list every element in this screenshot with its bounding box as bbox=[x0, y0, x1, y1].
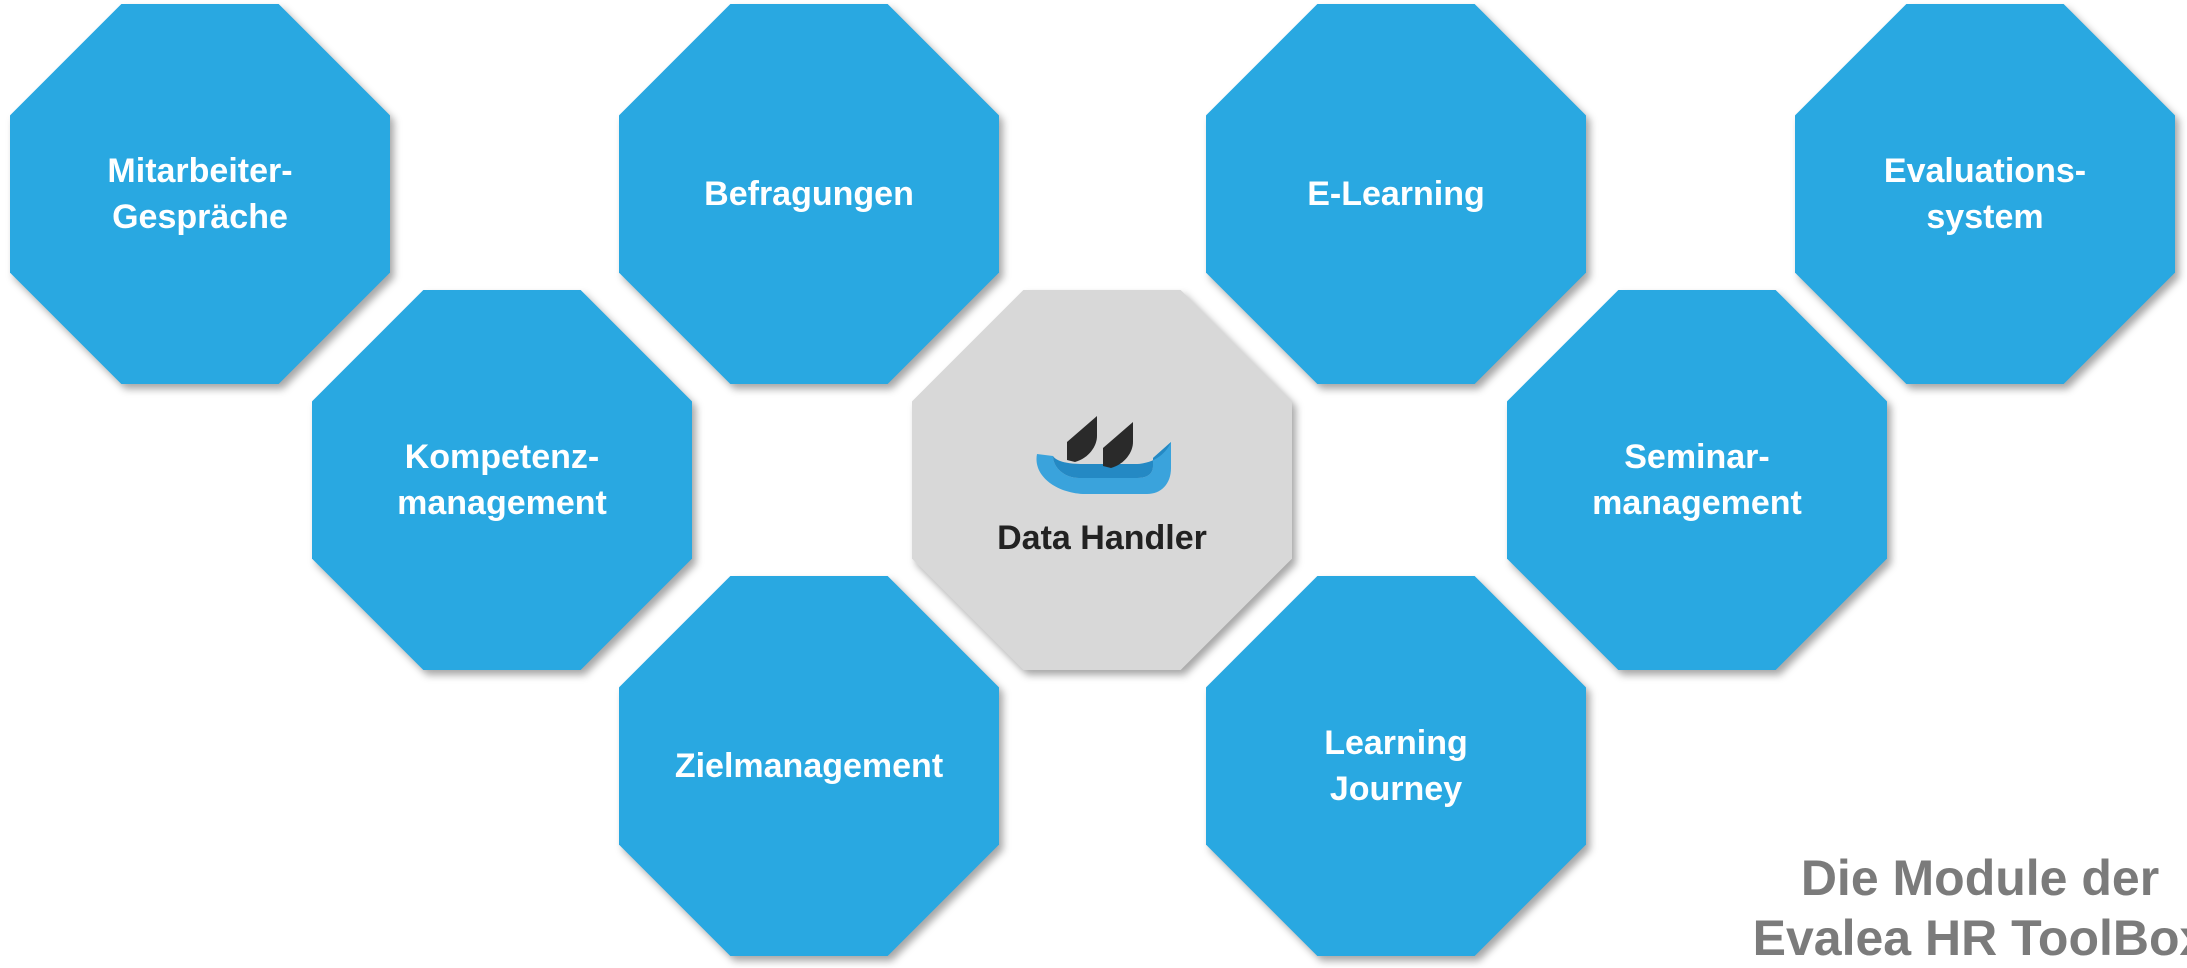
module-label: Befragungen bbox=[704, 175, 914, 213]
center-label: Data Handler bbox=[997, 519, 1207, 557]
caption: Die Module der Evalea HR ToolBox bbox=[1680, 848, 2187, 968]
module-label: Mitarbeiter- Gespräche bbox=[107, 152, 293, 236]
module-label: Seminar- management bbox=[1592, 438, 1802, 522]
module-learning-journey: Learning Journey bbox=[1206, 576, 1586, 956]
module-label: Zielmanagement bbox=[674, 747, 944, 785]
module-label: Kompetenz- management bbox=[397, 438, 607, 522]
caption-line-1: Die Module der bbox=[1800, 850, 2160, 906]
caption-line-2: Evalea HR ToolBox bbox=[1752, 910, 2187, 966]
module-zielmanagement: Zielmanagement bbox=[619, 576, 999, 956]
module-evaluationssystem: Evaluations- system bbox=[1795, 4, 2175, 384]
module-seminarmanagement: Seminar- management bbox=[1507, 290, 1887, 670]
module-befragungen: Befragungen bbox=[619, 4, 999, 384]
module-label: Learning Journey bbox=[1324, 724, 1468, 808]
center-data-handler: Data Handler bbox=[912, 290, 1292, 670]
module-e-learning: E-Learning bbox=[1206, 4, 1586, 384]
module-kompetenzmanagement: Kompetenz- management bbox=[312, 290, 692, 670]
module-label: E-Learning bbox=[1307, 175, 1485, 213]
module-label: Evaluations- system bbox=[1883, 152, 2087, 236]
data-handler-logo-icon bbox=[1036, 416, 1171, 494]
module-mitarbeiter-gespraeche: Mitarbeiter- Gespräche bbox=[10, 4, 390, 384]
